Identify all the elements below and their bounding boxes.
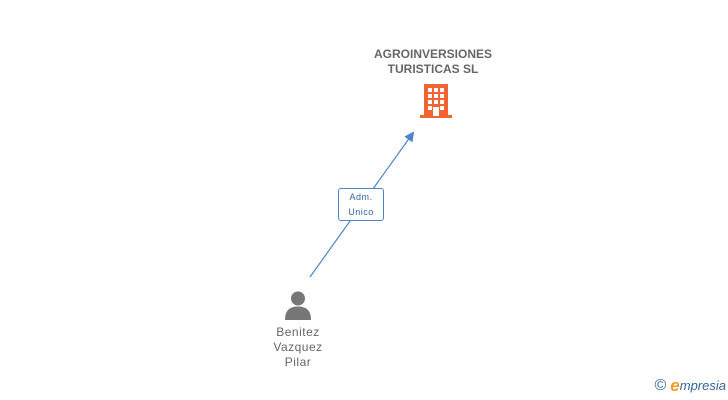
company-name-line1: AGROINVERSIONES xyxy=(373,47,493,61)
person-name-line3: Pilar xyxy=(284,355,312,369)
brand-logo-e: e xyxy=(670,376,680,395)
brand-logo-text: mpresia xyxy=(679,378,726,393)
person-icon[interactable] xyxy=(283,290,313,320)
footer-brand[interactable]: © e mpresia xyxy=(654,376,726,396)
building-icon[interactable] xyxy=(420,84,452,118)
copyright-icon: © xyxy=(654,377,667,394)
person-name-line2: Vazquez xyxy=(273,340,323,354)
person-name-line1: Benitez xyxy=(276,325,320,339)
relation-label-line1: Adm. xyxy=(349,192,373,202)
person-name[interactable]: Benitez Vazquez Pilar xyxy=(248,325,348,370)
relation-label[interactable]: Adm. Unico xyxy=(338,188,384,221)
company-name[interactable]: AGROINVERSIONES TURISTICAS SL xyxy=(353,47,513,77)
relation-label-line2: Unico xyxy=(348,207,374,217)
company-name-line2: TURISTICAS SL xyxy=(387,62,479,76)
